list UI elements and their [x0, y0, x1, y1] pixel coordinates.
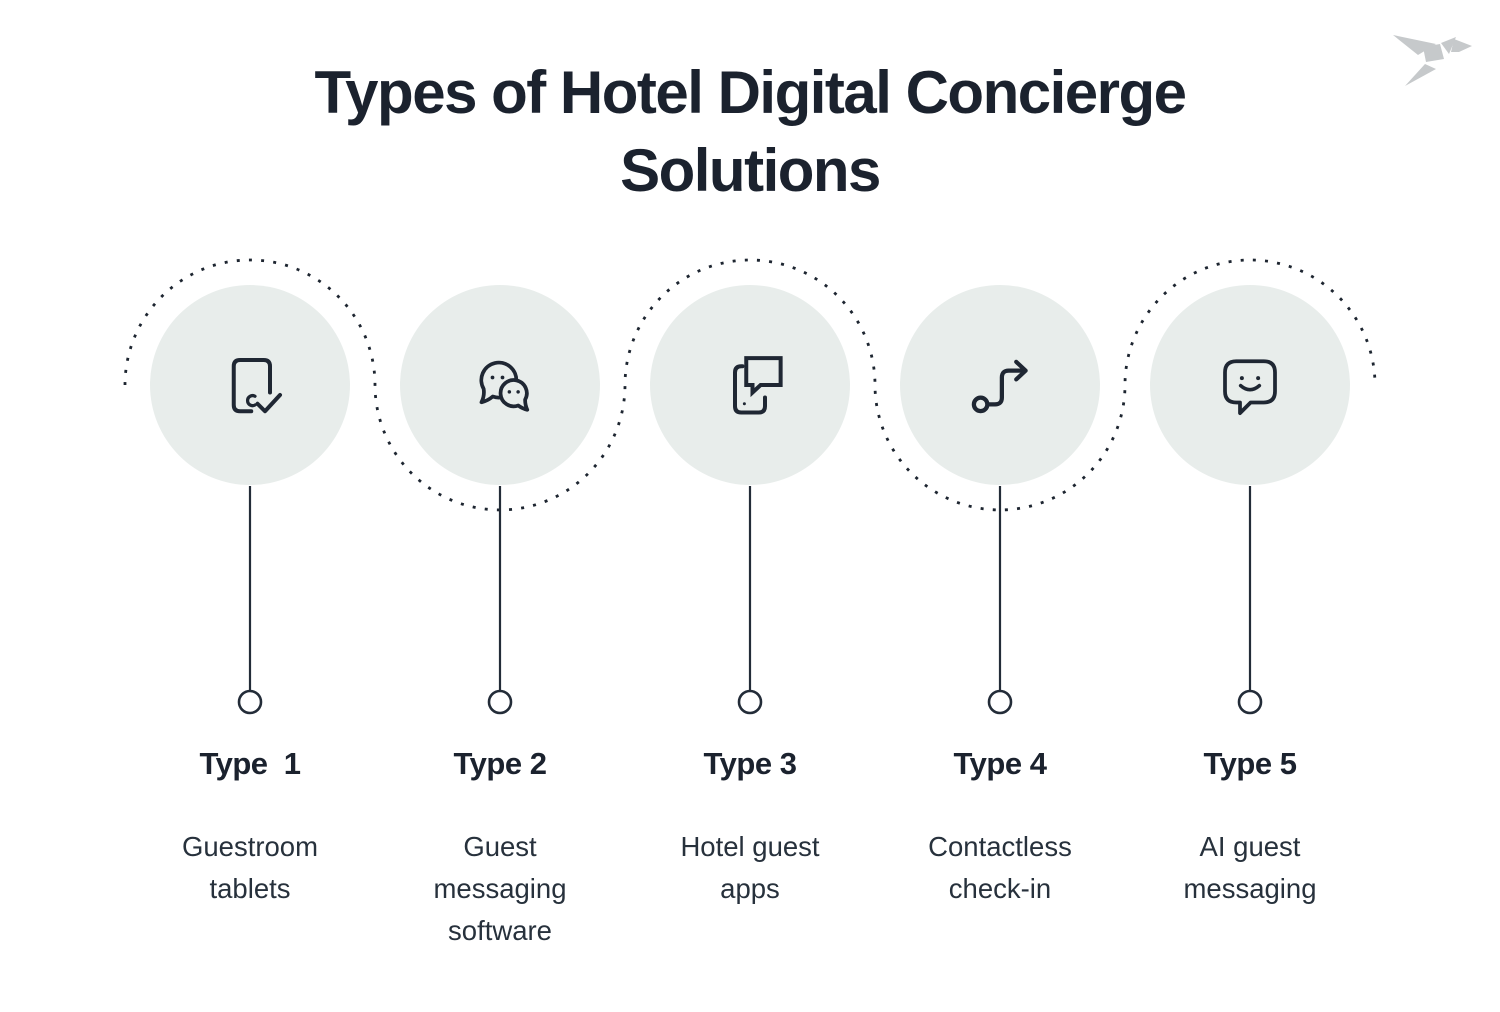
type-5-circle	[1150, 285, 1350, 485]
type-2-label: Type 2	[453, 746, 547, 781]
type-4-description: Contactless check-in	[928, 831, 1072, 904]
type-5-label: Type 5	[1203, 746, 1297, 781]
type-4-circle	[900, 285, 1100, 485]
type-5-description: AI guest messaging	[1183, 831, 1317, 904]
page-title-line1: Types of Hotel Digital Concierge	[314, 59, 1187, 126]
type-3-circle	[650, 285, 850, 485]
type-1-description: Guestroom tablets	[181, 831, 319, 904]
page-title-line2: Solutions	[620, 137, 881, 204]
page-title: Types of Hotel Digital Concierge Solutio…	[0, 54, 1500, 210]
type-3-label: Type 3	[703, 746, 797, 781]
origami-bird-logo-icon	[1393, 35, 1472, 86]
type-1-label: Type 1	[199, 746, 301, 781]
stem-end-dots	[237, 689, 1263, 715]
type-2-circle	[400, 285, 600, 485]
type-1-circle	[150, 285, 350, 485]
smiley-chat-icon	[1223, 359, 1277, 415]
route-arrow-icon	[971, 359, 1028, 414]
phone-message-icon	[733, 356, 783, 415]
type-4-label: Type 4	[953, 746, 1047, 781]
type-2-description: Guest messaging software	[433, 831, 567, 946]
stem-lines	[248, 486, 1252, 691]
chat-bubbles-icon	[479, 360, 530, 412]
tablet-check-icon	[231, 358, 282, 414]
type-3-description: Hotel guest apps	[680, 831, 820, 904]
